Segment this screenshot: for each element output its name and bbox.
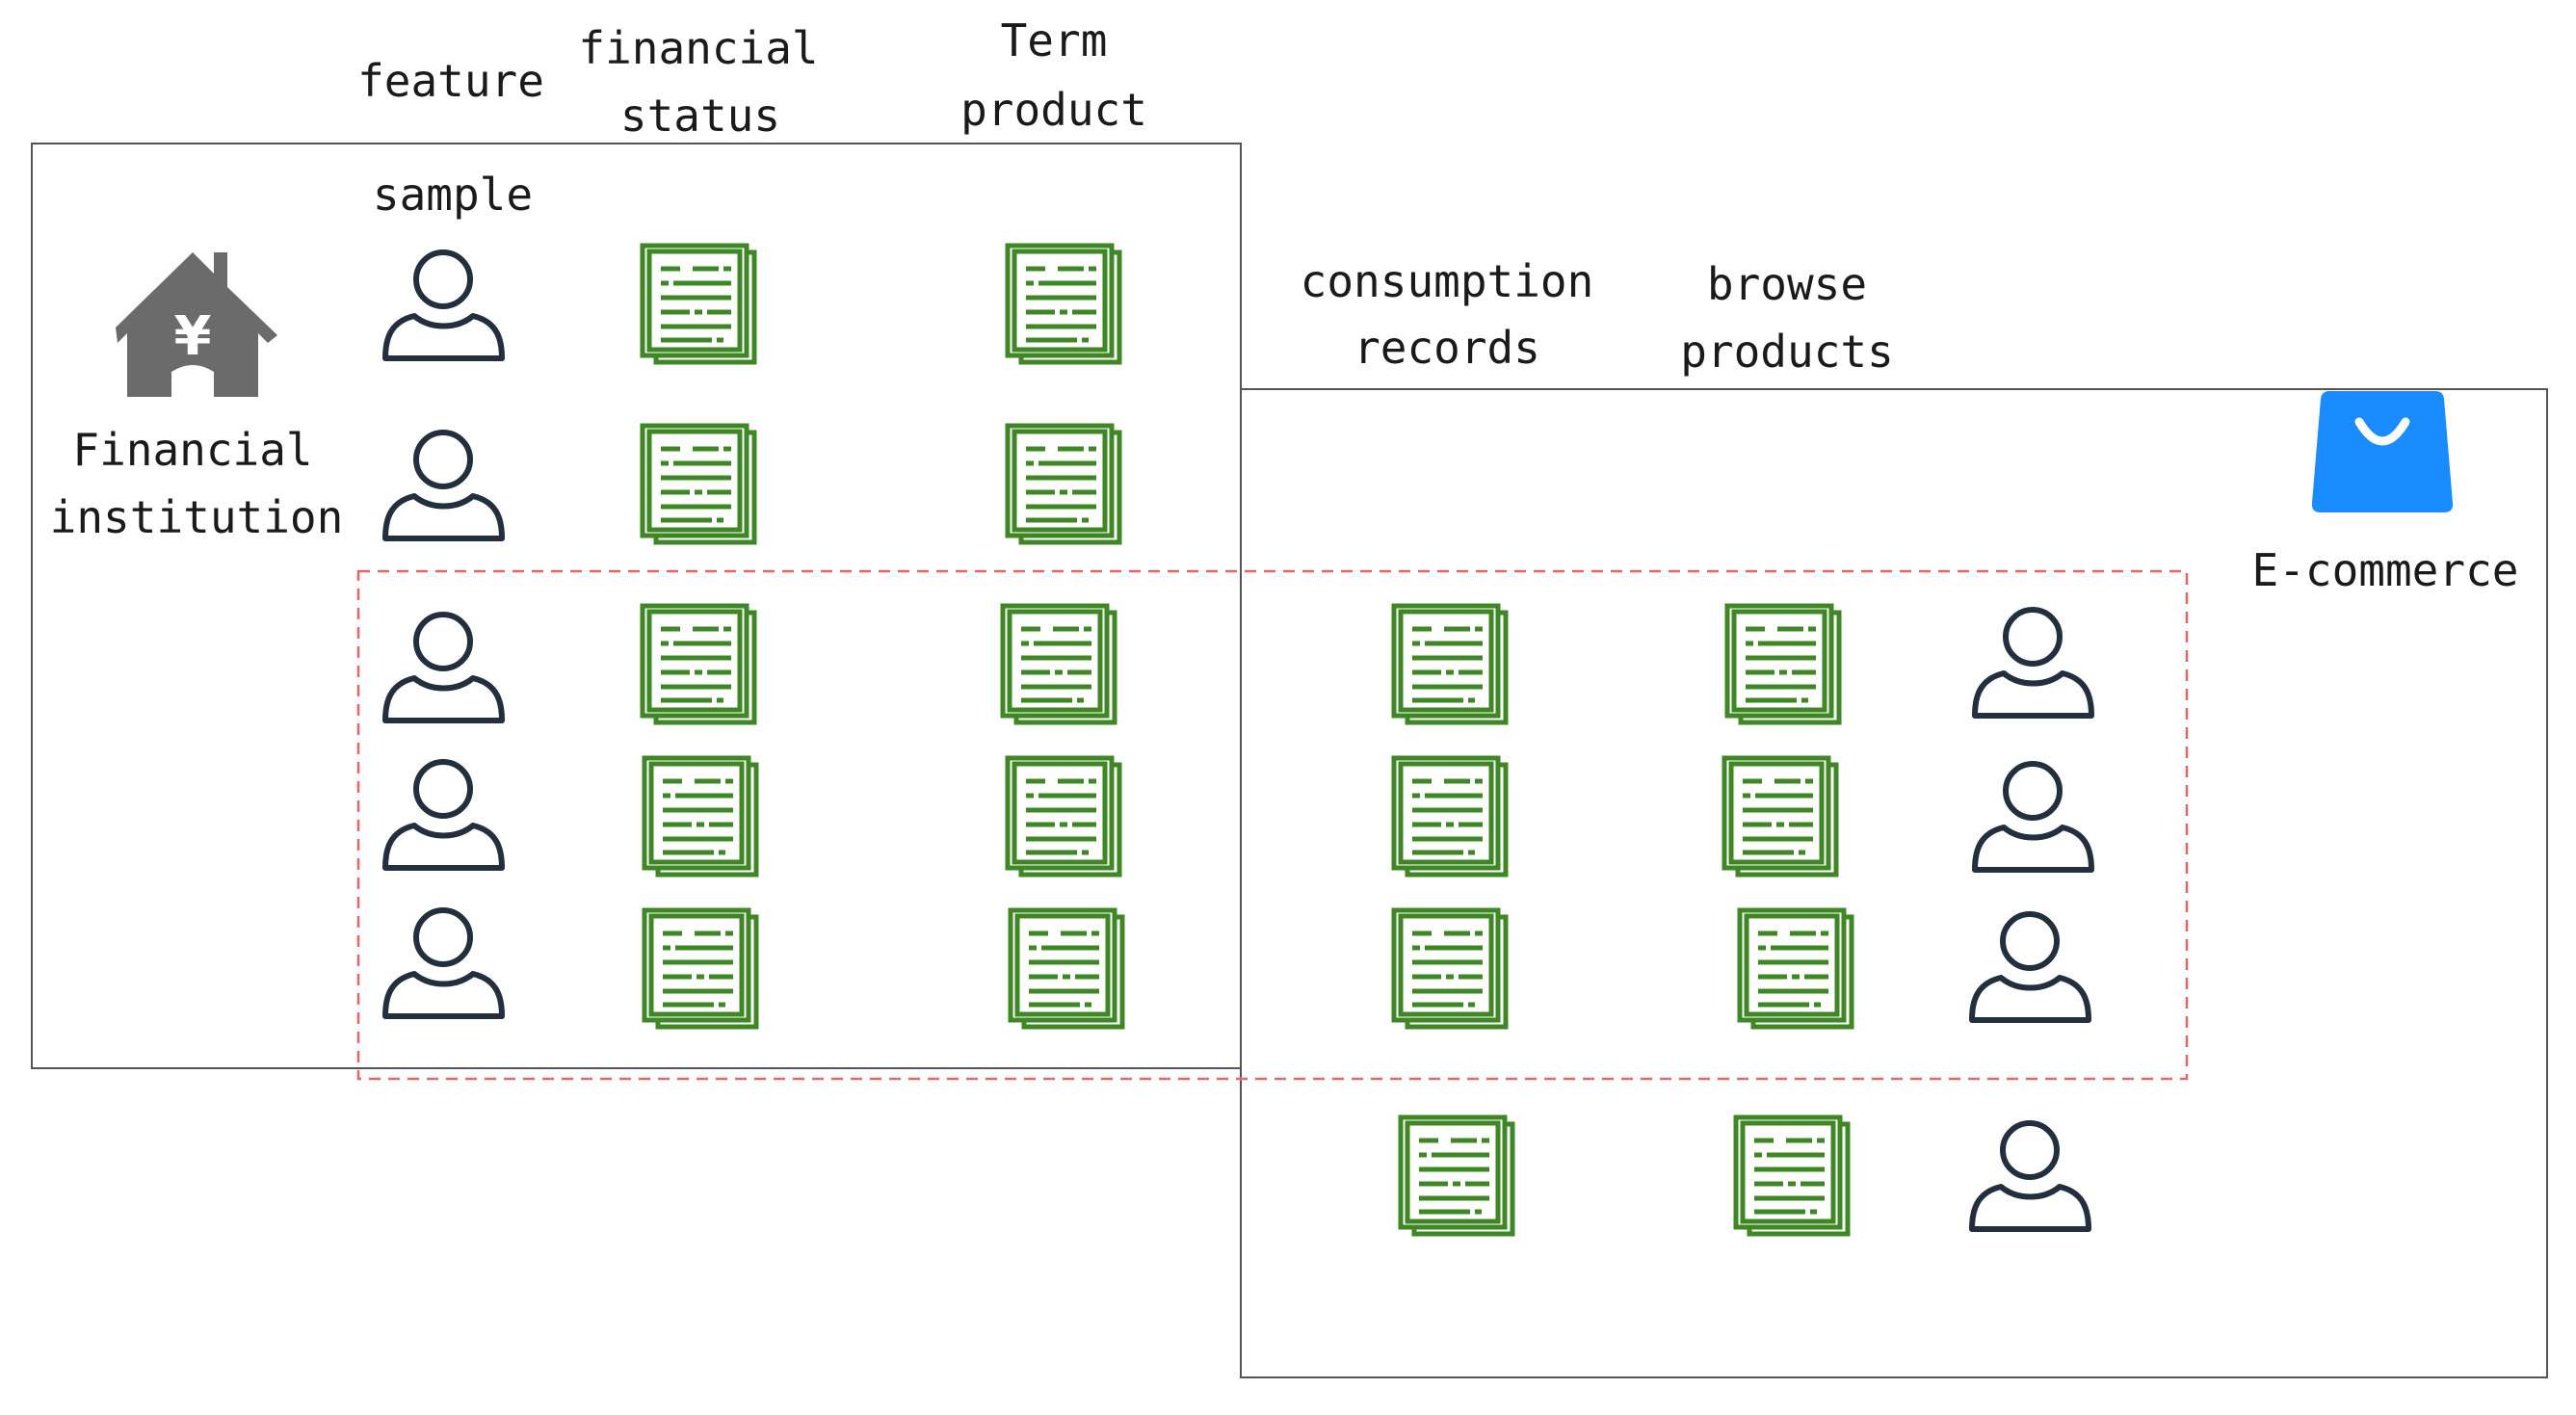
term-product-label-line1: Term (1001, 14, 1108, 66)
document-icon (644, 758, 756, 875)
consumption-records-label-line1: consumption (1301, 255, 1594, 307)
document-icon (1394, 606, 1506, 722)
document-icon (1736, 1117, 1848, 1234)
consumption-records-label-line2: records (1354, 322, 1540, 374)
document-icon (1008, 426, 1119, 542)
overlap-region (356, 569, 2189, 1081)
user-icon (1972, 1123, 2089, 1229)
browse-products-label-line2: products (1680, 326, 1894, 378)
document-icon (643, 426, 754, 542)
document-icon (1011, 910, 1122, 1027)
svg-text:¥: ¥ (174, 305, 212, 368)
document-icon (1008, 758, 1119, 875)
financial-status-label-line2: status (620, 90, 780, 142)
feature-label: feature (357, 55, 544, 107)
browse-products-label-line1: browse (1707, 258, 1867, 310)
user-icon (385, 252, 502, 358)
ecommerce-frame (1240, 388, 2548, 1378)
document-icon (1740, 910, 1852, 1027)
document-icon (643, 606, 754, 722)
document-icon (1727, 606, 1839, 722)
user-icon (1972, 914, 2089, 1020)
document-icon (644, 910, 756, 1027)
document-icon (1394, 910, 1506, 1027)
document-icon (1724, 758, 1836, 875)
user-icon (385, 615, 502, 721)
document-icon (1394, 758, 1506, 875)
document-icon (1008, 246, 1119, 362)
financial-institution-label-line2: institution (50, 491, 344, 543)
user-icon (1975, 764, 2091, 870)
user-icon (385, 432, 502, 538)
shopping-bag-icon (2311, 391, 2454, 512)
document-icon (1401, 1117, 1512, 1234)
user-icon (385, 762, 502, 868)
term-product-label-line2: product (960, 84, 1147, 136)
financial-status-label-line1: financial (578, 22, 818, 74)
user-icon (385, 910, 502, 1016)
ecommerce-label: E-commerce (2252, 544, 2519, 596)
bank-house-yen-icon: ¥ (116, 252, 277, 397)
sample-label: sample (373, 169, 533, 221)
document-icon (643, 246, 754, 362)
user-icon (1975, 610, 2091, 716)
financial-institution-label-line1: Financial (72, 424, 312, 476)
document-icon (1003, 606, 1115, 722)
